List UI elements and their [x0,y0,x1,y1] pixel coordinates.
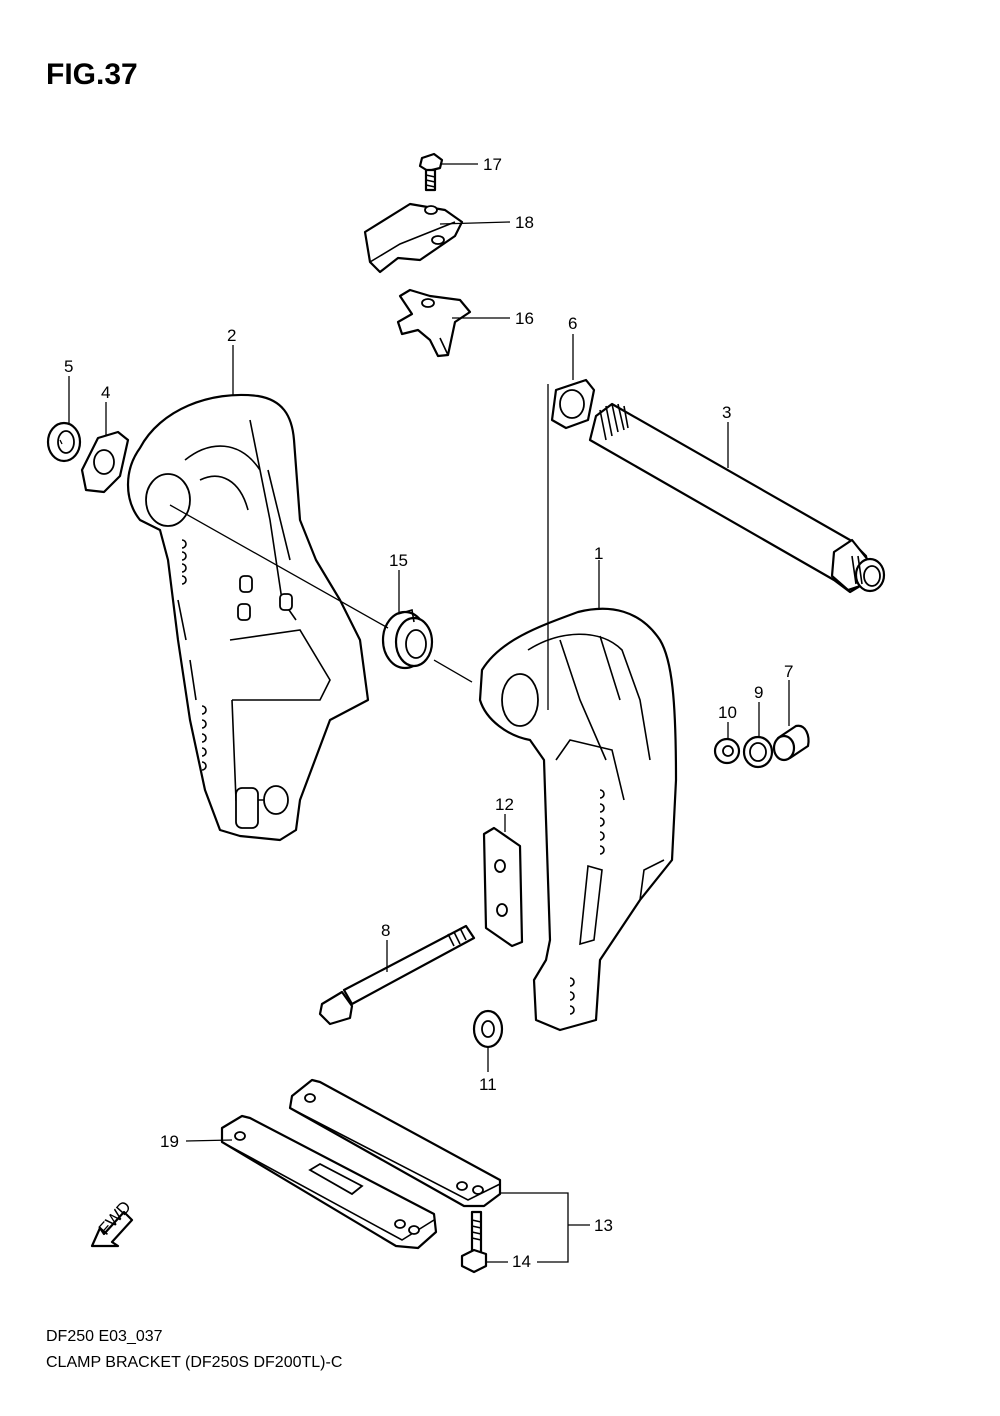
callout-13: 13 [594,1216,613,1235]
part-1-clamp-bracket-right [478,607,678,1032]
part-12-plate [482,826,524,948]
callout-10: 10 [718,703,737,722]
callout-9: 9 [754,683,763,702]
callout-5: 5 [64,357,73,376]
callout-6: 6 [568,314,577,333]
part-6-washer [550,378,596,430]
callout-12: 12 [495,795,514,814]
callout-16: 16 [515,309,534,328]
part-19-slotted-bar [220,1114,438,1250]
part-17-bolt [418,152,444,192]
callout-4: 4 [101,383,110,402]
part-13-bar [288,1078,502,1208]
part-8-bolt [318,924,476,1026]
callout-labels: 1 2 3 4 5 6 7 8 9 10 11 12 13 14 15 16 1… [64,155,793,1271]
callout-2: 2 [227,326,236,345]
callout-3: 3 [722,403,731,422]
figure-code: DF250 E03_037 [46,1328,163,1345]
leader-lines [68,163,790,1263]
part-7-collar [772,724,810,762]
part-11-washer [472,1009,504,1049]
part-18-cover [363,202,464,274]
callout-7: 7 [784,662,793,681]
fwd-arrow-icon: FWD [90,1197,135,1248]
alignment-lines [59,384,549,710]
callout-17: 17 [483,155,502,174]
part-2-clamp-bracket-left [126,393,370,842]
callout-18: 18 [515,213,534,232]
part-14-bolt [460,1210,488,1274]
callout-19: 19 [160,1132,179,1151]
callout-15: 15 [389,551,408,570]
part-3-shaft [588,402,886,594]
callout-11: 11 [479,1075,497,1094]
part-9-bushing [742,735,774,769]
callout-1: 1 [594,544,603,563]
figure-title: FIG.37 [46,58,138,91]
part-4-plate [80,430,130,494]
callout-14: 14 [512,1252,531,1271]
part-10-washer [713,737,741,765]
part-16-holder [396,288,472,358]
figure-caption: CLAMP BRACKET (DF250S DF200TL)-C [46,1354,343,1371]
part-5-nut [46,421,82,463]
part-15-bushing [381,608,434,670]
callout-8: 8 [381,921,390,940]
